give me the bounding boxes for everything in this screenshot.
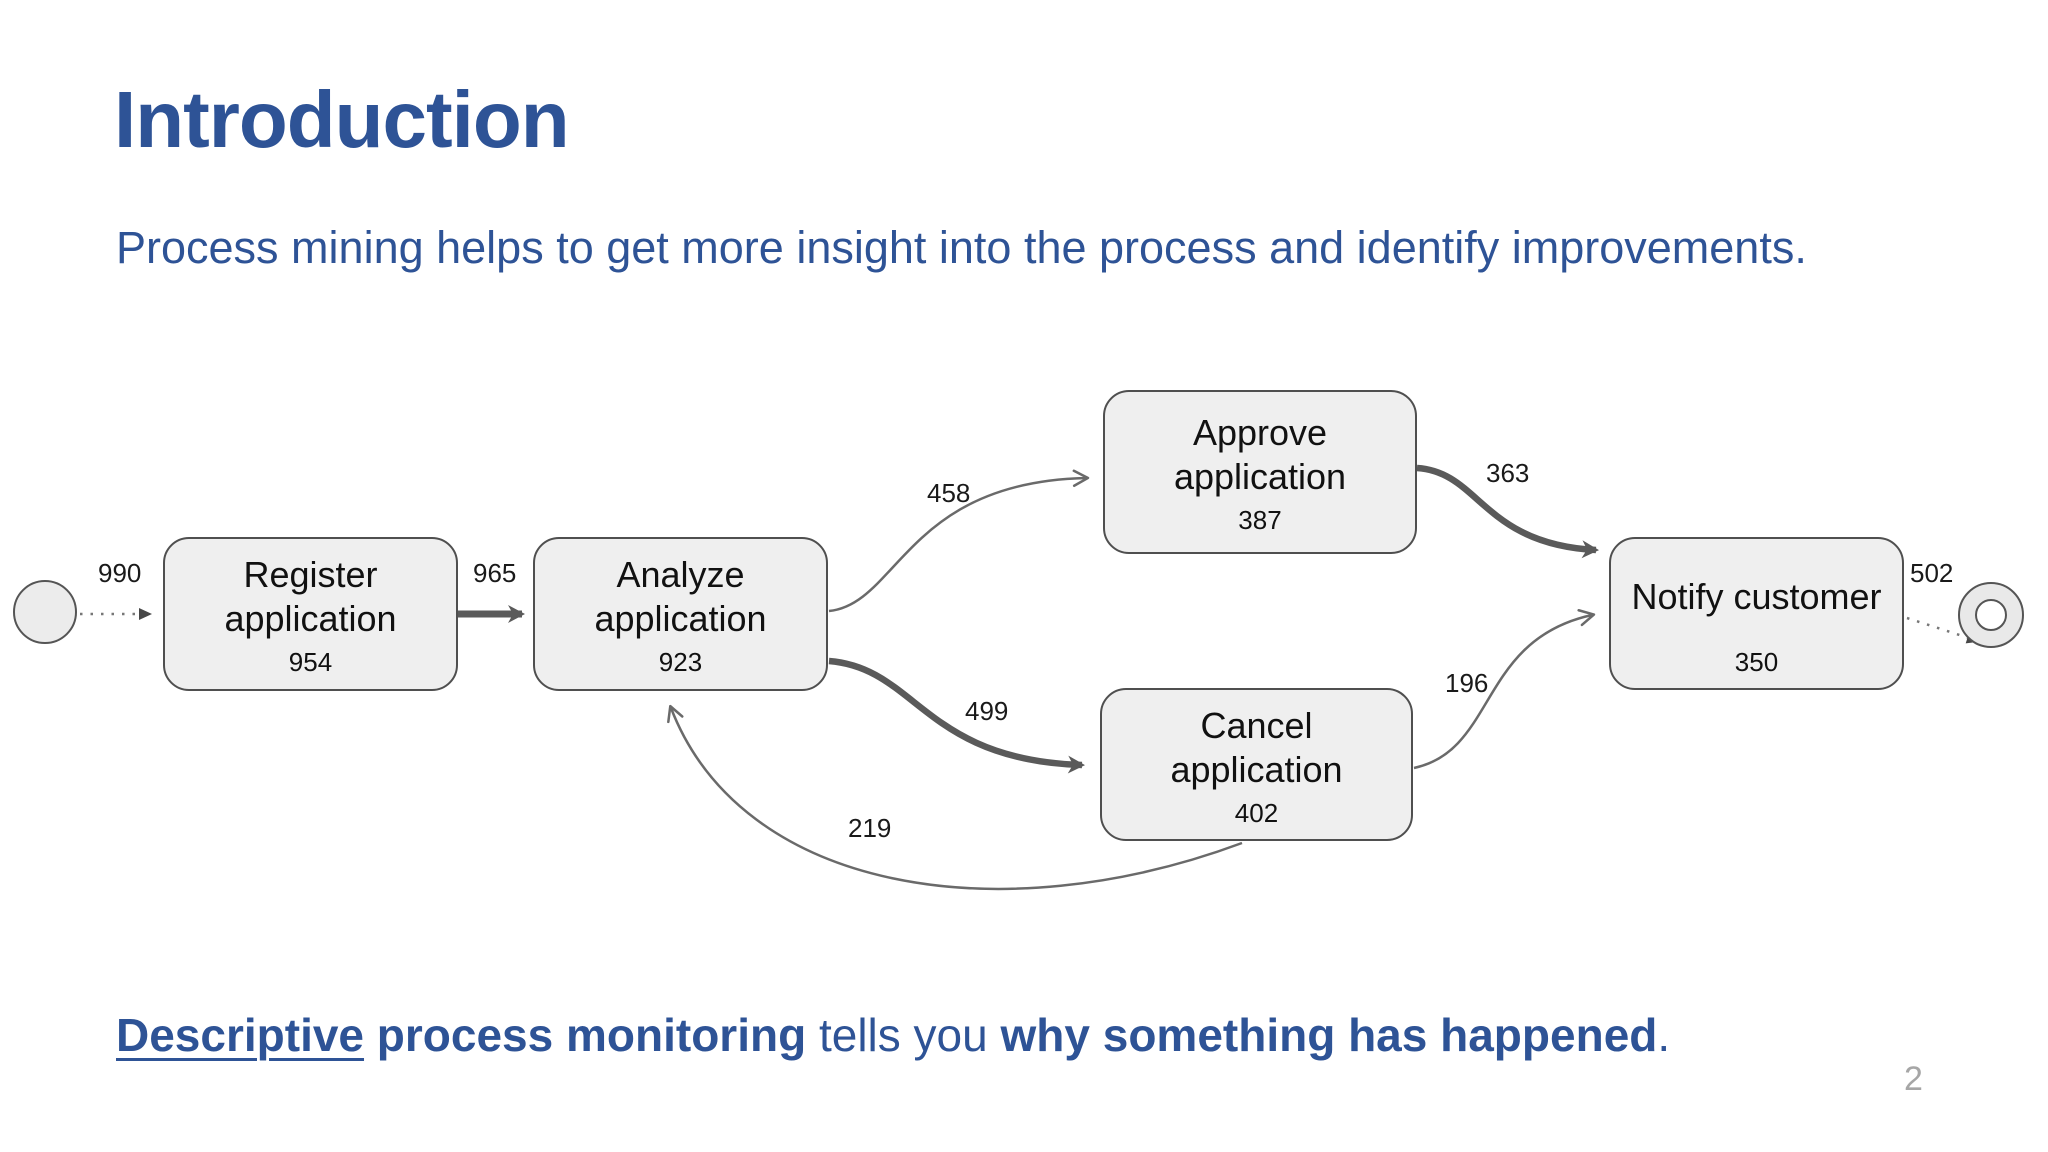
node-analyze-application: Analyze application 923 xyxy=(533,537,828,691)
node-count: 387 xyxy=(1238,505,1282,535)
node-label: Analyze application xyxy=(594,554,767,639)
node-label: Approve application xyxy=(1173,412,1347,497)
edge-approve-to-notify xyxy=(1416,464,1599,559)
start-event-node xyxy=(13,580,77,644)
node-count: 350 xyxy=(1734,646,1779,677)
node-cancel-application: Cancel application 402 xyxy=(1100,688,1413,841)
edge-label-990: 990 xyxy=(98,558,142,588)
edge-label-363: 363 xyxy=(1486,458,1530,488)
edge-cancel-to-notify xyxy=(1413,609,1596,770)
footer-segment-period: . xyxy=(1657,1009,1671,1061)
end-event-node xyxy=(1958,582,2024,648)
footer-segment-descriptive: Descriptive xyxy=(116,1009,365,1061)
node-register-application: Register application 954 xyxy=(163,537,458,691)
node-approve-application: Approve application 387 xyxy=(1103,390,1417,554)
edge-label-219: 219 xyxy=(848,813,892,843)
edge-label-499: 499 xyxy=(965,696,1009,726)
footer-text: Descriptive process monitoring tells you… xyxy=(116,1008,1670,1063)
edge-label-196: 196 xyxy=(1445,668,1489,698)
footer-segment-why-something: why something has happened xyxy=(1000,1009,1658,1061)
edge-label-502: 502 xyxy=(1910,558,1954,588)
edge-notify-to-end xyxy=(1906,616,1980,644)
node-notify-customer: Notify customer 350 xyxy=(1609,537,1904,690)
page-number: 2 xyxy=(1904,1060,1923,1098)
edge-label-458: 458 xyxy=(927,478,971,508)
footer-segment-tells-you: tells you xyxy=(806,1009,1001,1061)
node-count: 923 xyxy=(658,647,703,677)
page-title: Introduction xyxy=(114,75,570,164)
node-label: Notify customer xyxy=(1631,575,1882,617)
subtitle-text: Process mining helps to get more insight… xyxy=(116,222,1807,273)
edge-analyze-to-approve xyxy=(828,469,1090,613)
node-count: 402 xyxy=(1234,797,1279,828)
node-label: Cancel application xyxy=(1170,704,1343,790)
end-event-inner-circle xyxy=(1975,599,2007,631)
node-label: Register application xyxy=(224,554,397,639)
footer-segment-process-monitoring: process monitoring xyxy=(364,1009,807,1061)
edge-analyze-to-cancel xyxy=(828,657,1085,774)
edge-label-965: 965 xyxy=(473,558,517,588)
edge-cancel-to-analyze xyxy=(667,704,1243,891)
node-count: 954 xyxy=(288,647,333,677)
